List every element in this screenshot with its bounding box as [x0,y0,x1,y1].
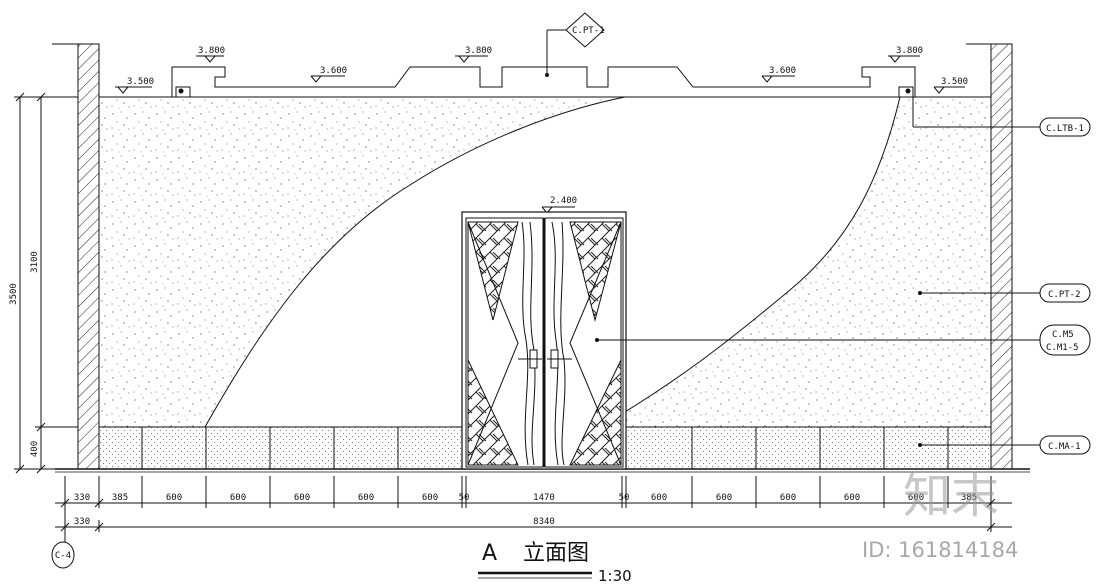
level-soffit-left: 3.600 [320,66,347,76]
watermark: 知末 ID: 161814184 [862,468,1018,562]
drawing-title: A 立面图 1:30 [478,541,632,585]
tag-pt2: C.PT-2 [1048,290,1081,300]
hdim-seg: 50 [459,493,470,503]
hdim-total: 8340 [533,517,555,527]
hdim-labels: 330 385 600 600 600 600 600 50 1470 50 6… [74,493,977,527]
double-door [461,211,627,470]
watermark-id: ID: 161814184 [862,538,1018,562]
level-top-mid: 3.800 [465,46,492,56]
hdim-seg: 600 [780,493,796,503]
axis-tag: C-4 [51,532,75,569]
hdim-seg: 1470 [533,493,555,503]
title-name: 立面图 [523,541,589,566]
axis-tag-label: C-4 [55,551,71,561]
title-letter: A [482,541,497,566]
tag-m5: C.M5 [1052,330,1074,340]
level-ceil-left: 3.500 [127,77,154,87]
hdim-seg: 600 [230,493,246,503]
horizontal-dimensions [55,476,1012,532]
level-markers [115,55,965,214]
vdim-lower: 400 [30,441,40,457]
tag-ma1: C.MA-1 [1048,442,1081,452]
watermark-logo: 知末 [903,468,999,524]
ceiling-profile [171,66,916,98]
tag-pt1-marker [545,12,605,77]
hdim-seg: 600 [166,493,182,503]
hdim-seg: 600 [716,493,732,503]
tag-m15: C.M1-5 [1046,343,1079,353]
hdim-total-left: 330 [74,517,90,527]
hdim-seg: 385 [961,493,977,503]
hdim-seg: 600 [294,493,310,503]
level-soffit-right: 3.600 [769,66,796,76]
vdim-total: 3500 [9,283,19,305]
level-top-left: 3.800 [198,46,225,56]
tag-pt1: C.PT-1 [572,26,605,36]
left-wall [52,43,100,470]
hdim-seg: 600 [422,493,438,503]
level-top-right: 3.800 [896,46,923,56]
level-door-top: 2.400 [550,196,577,206]
hdim-seg: 600 [651,493,667,503]
hdim-seg: 600 [844,493,860,503]
hdim-seg: 330 [74,493,90,503]
title-scale: 1:30 [598,567,632,585]
vdim-upper: 3100 [30,251,40,273]
hdim-seg: 50 [619,493,630,503]
vertical-dimensions [14,92,78,474]
leader-lines [595,97,1091,455]
hdim-seg: 385 [112,493,128,503]
level-ceil-right: 3.500 [941,77,968,87]
hdim-seg: 600 [908,493,924,503]
tag-ltb1: C.LTB-1 [1046,124,1084,134]
hdim-seg: 600 [358,493,374,503]
